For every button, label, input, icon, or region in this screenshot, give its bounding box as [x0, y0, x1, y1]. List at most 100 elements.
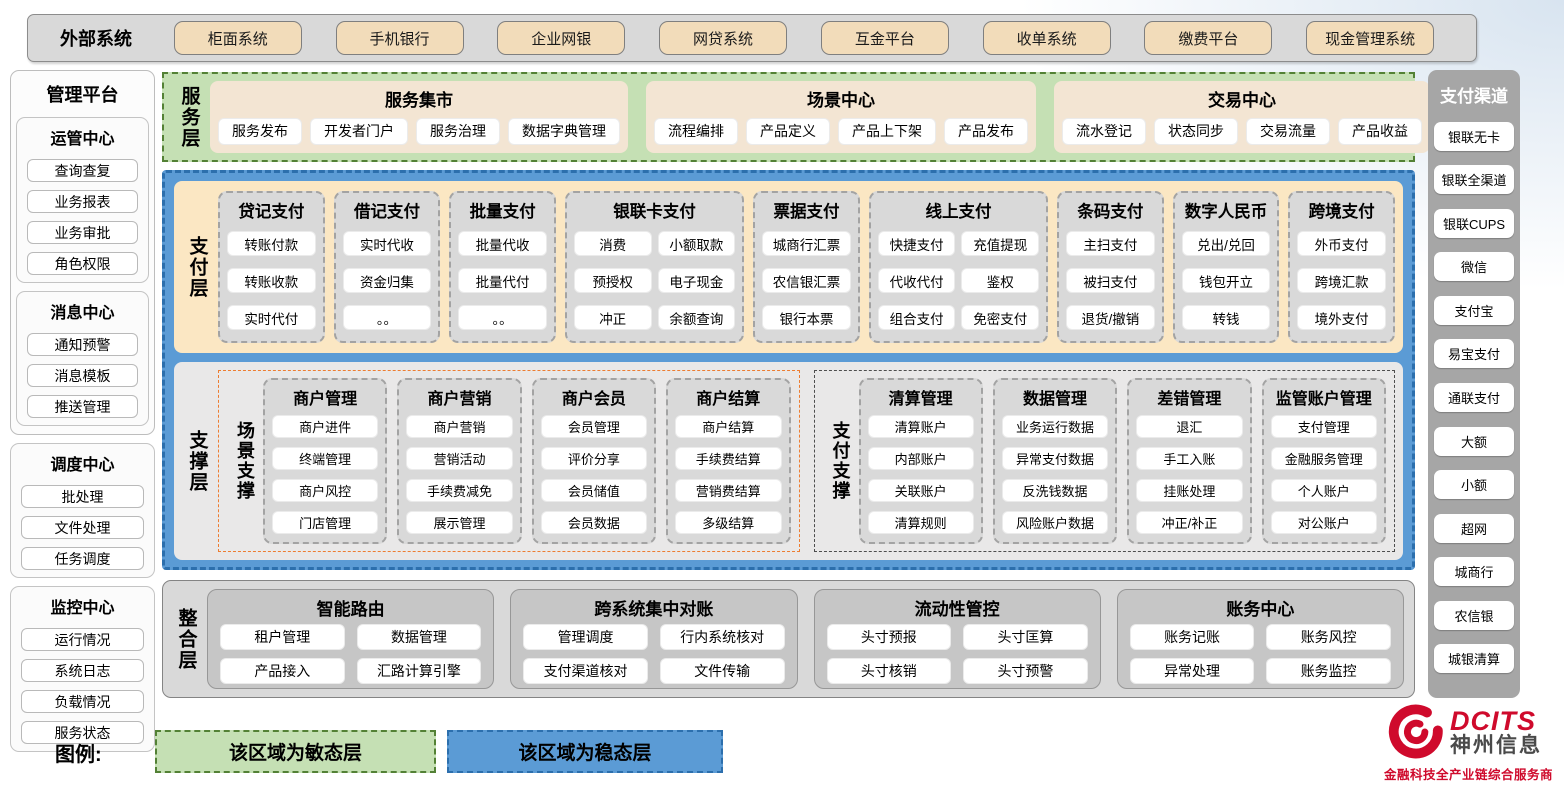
- payment-item-button[interactable]: 城商行汇票: [762, 231, 851, 256]
- payment-item-button[interactable]: 余额查询: [657, 305, 736, 330]
- payment-channel-button[interactable]: 支付宝: [1434, 295, 1514, 325]
- management-item-button[interactable]: 消息模板: [27, 364, 138, 387]
- support-item-button[interactable]: 清算账户: [867, 415, 974, 438]
- payment-item-button[interactable]: 电子现金: [657, 268, 736, 293]
- payment-channel-button[interactable]: 银联全渠道: [1434, 165, 1514, 195]
- external-system-button[interactable]: 手机银行: [335, 21, 464, 55]
- external-system-button[interactable]: 企业网银: [497, 21, 626, 55]
- payment-item-button[interactable]: 消费: [573, 231, 652, 256]
- support-item-button[interactable]: 会员数据: [540, 511, 648, 534]
- service-item-button[interactable]: 流水登记: [1062, 117, 1146, 145]
- payment-item-button[interactable]: 。。: [458, 305, 547, 330]
- integration-item-button[interactable]: 头寸预警: [963, 658, 1088, 684]
- service-item-button[interactable]: 产品收益: [1338, 117, 1422, 145]
- integration-item-button[interactable]: 账务监控: [1266, 658, 1391, 684]
- integration-item-button[interactable]: 产品接入: [220, 658, 345, 684]
- support-item-button[interactable]: 商户风控: [272, 479, 379, 502]
- payment-item-button[interactable]: 预授权: [573, 268, 652, 293]
- integration-item-button[interactable]: 账务风控: [1266, 624, 1391, 650]
- payment-item-button[interactable]: 境外支付: [1297, 305, 1386, 330]
- payment-channel-button[interactable]: 小额: [1434, 470, 1514, 500]
- payment-channel-button[interactable]: 银联无卡: [1434, 121, 1514, 151]
- support-item-button[interactable]: 关联账户: [867, 479, 974, 502]
- integration-item-button[interactable]: 头寸核销: [826, 658, 952, 684]
- payment-item-button[interactable]: 免密支付: [961, 305, 1040, 330]
- support-item-button[interactable]: 个人账户: [1270, 479, 1377, 502]
- payment-item-button[interactable]: 跨境汇款: [1297, 268, 1386, 293]
- payment-item-button[interactable]: 转账付款: [227, 231, 316, 256]
- integration-item-button[interactable]: 头寸匡算: [963, 624, 1088, 650]
- support-item-button[interactable]: 营销费结算: [675, 479, 782, 502]
- support-item-button[interactable]: 业务运行数据: [1001, 415, 1109, 438]
- external-system-button[interactable]: 网贷系统: [659, 21, 788, 55]
- integration-item-button[interactable]: 异常处理: [1129, 658, 1255, 684]
- payment-item-button[interactable]: 退货/撤销: [1066, 305, 1155, 330]
- integration-item-button[interactable]: 行内系统核对: [659, 624, 785, 650]
- payment-item-button[interactable]: 农信银汇票: [762, 268, 851, 293]
- service-item-button[interactable]: 服务治理: [416, 117, 500, 145]
- payment-channel-button[interactable]: 银联CUPS: [1434, 208, 1514, 238]
- support-item-button[interactable]: 反洗钱数据: [1001, 479, 1109, 502]
- management-item-button[interactable]: 批处理: [21, 485, 144, 508]
- support-item-button[interactable]: 支付管理: [1270, 415, 1377, 438]
- support-item-button[interactable]: 异常支付数据: [1001, 447, 1109, 470]
- support-item-button[interactable]: 会员储值: [540, 479, 648, 502]
- service-item-button[interactable]: 产品上下架: [838, 117, 936, 145]
- management-item-button[interactable]: 运行情况: [21, 628, 144, 651]
- support-item-button[interactable]: 挂账处理: [1136, 479, 1243, 502]
- integration-item-button[interactable]: 头寸预报: [826, 624, 952, 650]
- payment-item-button[interactable]: 主扫支付: [1066, 231, 1155, 256]
- support-item-button[interactable]: 评价分享: [540, 447, 648, 470]
- service-item-button[interactable]: 服务发布: [218, 117, 302, 145]
- support-item-button[interactable]: 商户营销: [406, 415, 513, 438]
- external-system-button[interactable]: 收单系统: [982, 21, 1111, 55]
- payment-item-button[interactable]: 转钱: [1181, 305, 1271, 330]
- payment-channel-button[interactable]: 易宝支付: [1434, 339, 1514, 369]
- payment-item-button[interactable]: 代收代付: [877, 268, 956, 293]
- payment-channel-button[interactable]: 微信: [1434, 252, 1514, 282]
- payment-item-button[interactable]: 冲正: [573, 305, 652, 330]
- payment-item-button[interactable]: 银行本票: [762, 305, 851, 330]
- external-system-button[interactable]: 互金平台: [820, 21, 949, 55]
- external-system-button[interactable]: 缴费平台: [1144, 21, 1273, 55]
- support-item-button[interactable]: 对公账户: [1270, 511, 1377, 534]
- support-item-button[interactable]: 手续费结算: [675, 447, 782, 470]
- payment-channel-button[interactable]: 农信银: [1434, 600, 1514, 630]
- support-item-button[interactable]: 会员管理: [540, 415, 648, 438]
- payment-item-button[interactable]: 实时代付: [227, 305, 316, 330]
- payment-item-button[interactable]: 鉴权: [961, 268, 1040, 293]
- payment-channel-button[interactable]: 大额: [1434, 426, 1514, 456]
- payment-item-button[interactable]: 兑出/兑回: [1181, 231, 1271, 256]
- support-item-button[interactable]: 商户进件: [272, 415, 379, 438]
- support-item-button[interactable]: 门店管理: [272, 511, 379, 534]
- service-item-button[interactable]: 开发者门户: [310, 117, 408, 145]
- payment-item-button[interactable]: 批量代付: [458, 268, 547, 293]
- management-item-button[interactable]: 查询查复: [27, 159, 138, 182]
- support-item-button[interactable]: 内部账户: [867, 447, 974, 470]
- management-item-button[interactable]: 业务审批: [27, 221, 138, 244]
- management-item-button[interactable]: 角色权限: [27, 252, 138, 275]
- support-item-button[interactable]: 多级结算: [675, 511, 782, 534]
- support-item-button[interactable]: 手续费减免: [406, 479, 513, 502]
- payment-channel-button[interactable]: 超网: [1434, 513, 1514, 543]
- payment-item-button[interactable]: 批量代收: [458, 231, 547, 256]
- payment-channel-button[interactable]: 城银清算: [1434, 644, 1514, 674]
- management-item-button[interactable]: 通知预警: [27, 333, 138, 356]
- management-item-button[interactable]: 负载情况: [21, 690, 144, 713]
- support-item-button[interactable]: 终端管理: [272, 447, 379, 470]
- support-item-button[interactable]: 退汇: [1136, 415, 1243, 438]
- external-system-button[interactable]: 柜面系统: [173, 21, 302, 55]
- support-item-button[interactable]: 营销活动: [406, 447, 513, 470]
- payment-item-button[interactable]: 。。: [342, 305, 432, 330]
- payment-item-button[interactable]: 钱包开立: [1181, 268, 1271, 293]
- payment-channel-button[interactable]: 城商行: [1434, 557, 1514, 587]
- payment-item-button[interactable]: 小额取款: [657, 231, 736, 256]
- payment-item-button[interactable]: 转账收款: [227, 268, 316, 293]
- integration-item-button[interactable]: 文件传输: [659, 658, 785, 684]
- integration-item-button[interactable]: 租户管理: [220, 624, 345, 650]
- payment-item-button[interactable]: 充值提现: [961, 231, 1040, 256]
- service-item-button[interactable]: 产品发布: [944, 117, 1028, 145]
- payment-item-button[interactable]: 实时代收: [342, 231, 432, 256]
- service-item-button[interactable]: 产品定义: [746, 117, 830, 145]
- management-item-button[interactable]: 任务调度: [21, 547, 144, 570]
